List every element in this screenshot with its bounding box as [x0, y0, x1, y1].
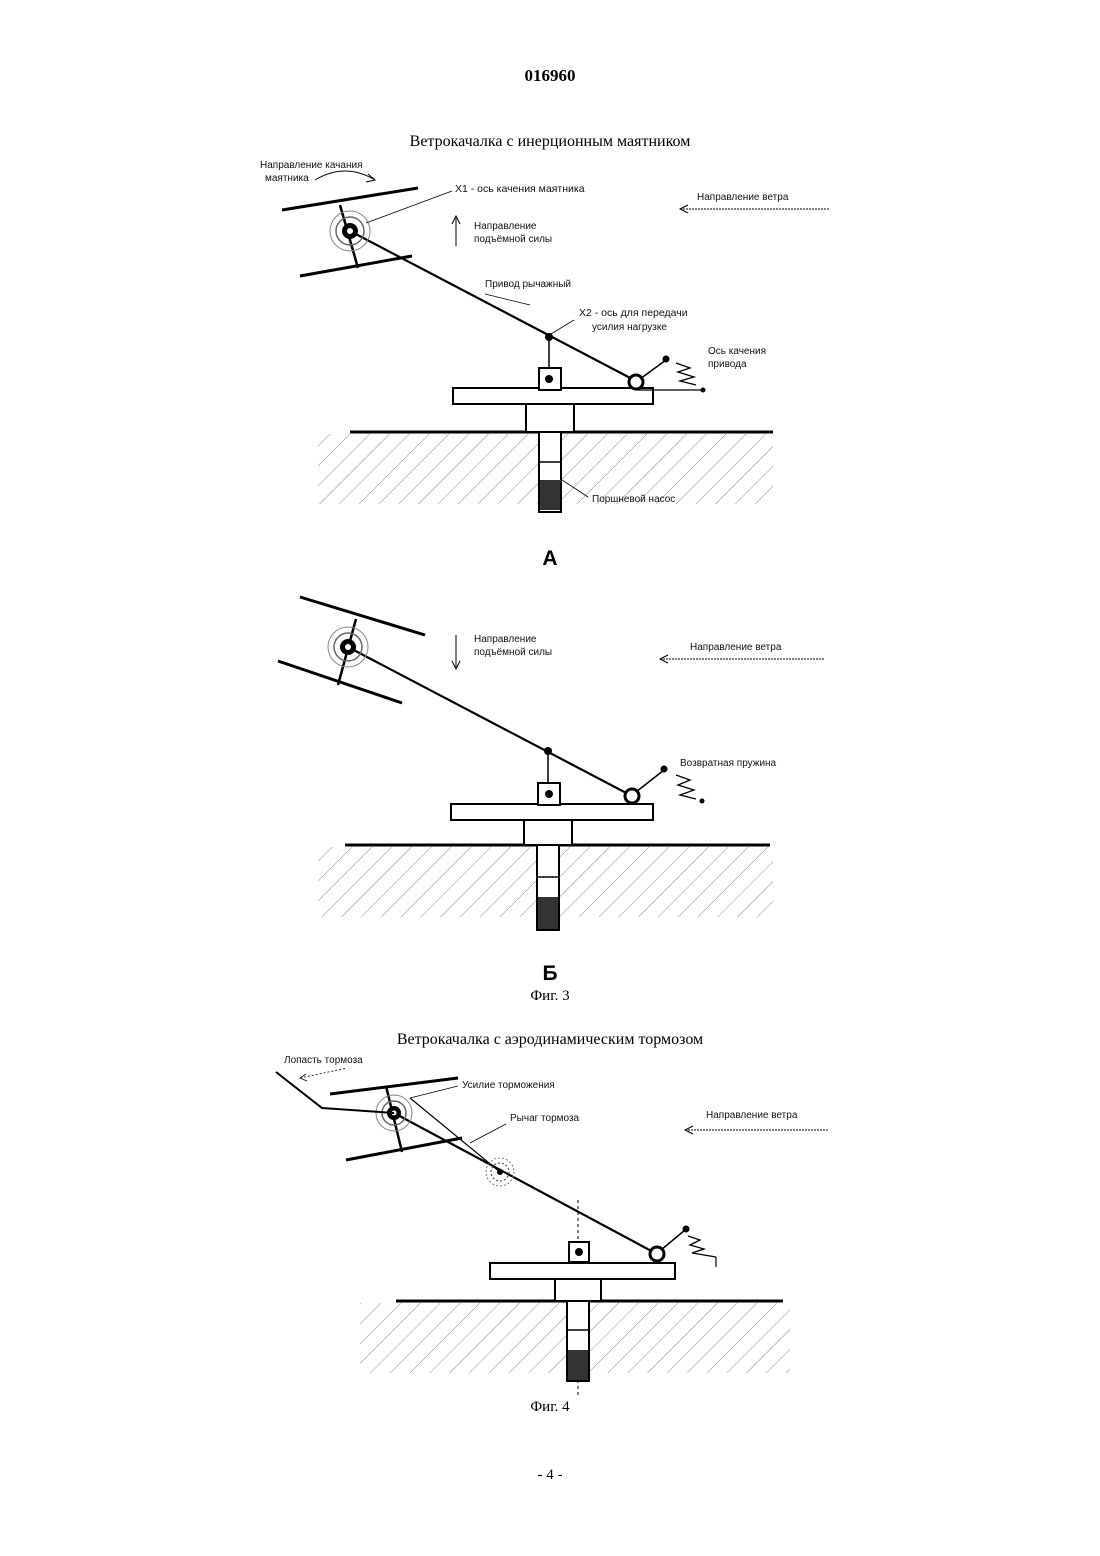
- wind-direction-label: Направление ветра: [706, 1110, 798, 1121]
- pump-housing: [524, 817, 572, 845]
- pendulum-direction-label: Направление качания: [260, 160, 362, 171]
- fig3-caption: Фиг. 3: [0, 988, 1100, 1005]
- fig3-title: Ветрокачалка с инерционным маятником: [0, 133, 1100, 151]
- fig3-panel-b-diagram: Направление подъёмной силы Направление в…: [0, 585, 1100, 960]
- drive-axis-label: Ось качения: [708, 346, 766, 357]
- diagram-stroke: [683, 1226, 690, 1233]
- piston-pump-label: Поршневой насос: [592, 494, 675, 505]
- diagram-stroke: [701, 388, 706, 393]
- fig4-diagram: Лопасть тормоза Усилие торможения Рычаг …: [0, 1050, 1100, 1395]
- diagram-stroke: [640, 360, 666, 379]
- diagram-stroke: [410, 1086, 458, 1098]
- fig3-panel-a-diagram: Направление качания маятника X1 - ось ка…: [0, 150, 1100, 560]
- diagram-stroke: [347, 228, 353, 234]
- diagram-stroke: [700, 799, 705, 804]
- pendulum-upper-blade: [282, 188, 418, 210]
- diagram-stroke: [545, 375, 553, 383]
- piston: [568, 1350, 588, 1380]
- return-spring: [676, 775, 696, 799]
- diagram-stroke: [315, 171, 375, 180]
- brake-lever-label: Рычаг тормоза: [510, 1113, 580, 1124]
- pendulum-upper-blade: [330, 1078, 458, 1094]
- platform: [451, 804, 653, 820]
- wind-direction-label: Направление ветра: [690, 642, 782, 653]
- diagram-stroke: [661, 1230, 685, 1250]
- fig4-title: Ветрокачалка с аэродинамическим тормозом: [0, 1031, 1100, 1049]
- return-spring-label: Возвратная пружина: [680, 758, 777, 769]
- diagram-stroke: [485, 294, 530, 305]
- x1-axis-label: X1 - ось качения маятника: [455, 183, 585, 195]
- pendulum-upper-blade: [300, 597, 425, 635]
- diagram-label: подъёмной силы: [474, 647, 552, 658]
- lever-arm: [348, 647, 632, 796]
- diagram-stroke: [575, 1248, 583, 1256]
- panel-a-label: А: [0, 547, 1100, 571]
- panel-b-label: Б: [0, 962, 1100, 986]
- return-spring: [688, 1236, 716, 1257]
- platform: [490, 1263, 675, 1279]
- diagram-stroke: [300, 1074, 307, 1081]
- brake-blade-label: Лопасть тормоза: [284, 1055, 363, 1066]
- pump-housing: [555, 1278, 601, 1301]
- braking-force-label: Усилие торможения: [462, 1080, 555, 1091]
- diagram-stroke: [545, 790, 553, 798]
- diagram-stroke: [663, 356, 670, 363]
- diagram-stroke: [470, 1124, 506, 1143]
- x2-axis-point: [545, 333, 553, 341]
- pendulum-lower-blade: [346, 1138, 462, 1160]
- diagram-stroke: [661, 766, 668, 773]
- fig4-caption: Фиг. 4: [0, 1399, 1100, 1416]
- wind-direction-label: Направление ветра: [697, 192, 789, 203]
- lever-arm: [350, 231, 636, 381]
- diagram-label: усилия нагрузке: [592, 322, 667, 333]
- brake-lever: [410, 1098, 500, 1172]
- piston: [538, 897, 558, 929]
- x2-axis-point: [544, 747, 552, 755]
- diagram-label: подъёмной силы: [474, 234, 552, 245]
- lift-direction-label: Направление: [474, 221, 537, 232]
- page-footer: - 4 -: [0, 1467, 1100, 1484]
- diagram-stroke: [300, 1068, 347, 1078]
- diagram-stroke: [636, 770, 664, 792]
- diagram-stroke: [551, 320, 574, 334]
- x2-axis-label: X2 - ось для передачи: [579, 307, 688, 319]
- lever-drive-label: Привод рычажный: [485, 279, 571, 290]
- lever-arm: [394, 1113, 657, 1254]
- piston: [540, 480, 560, 510]
- document-number: 016960: [0, 66, 1100, 86]
- diagram-label: привода: [708, 359, 747, 370]
- pump-housing: [526, 402, 574, 432]
- drive-axis: [629, 375, 643, 389]
- lift-direction-label: Направление: [474, 634, 537, 645]
- diagram-stroke: [345, 644, 351, 650]
- diagram-label: маятника: [265, 173, 309, 184]
- return-spring: [676, 363, 696, 385]
